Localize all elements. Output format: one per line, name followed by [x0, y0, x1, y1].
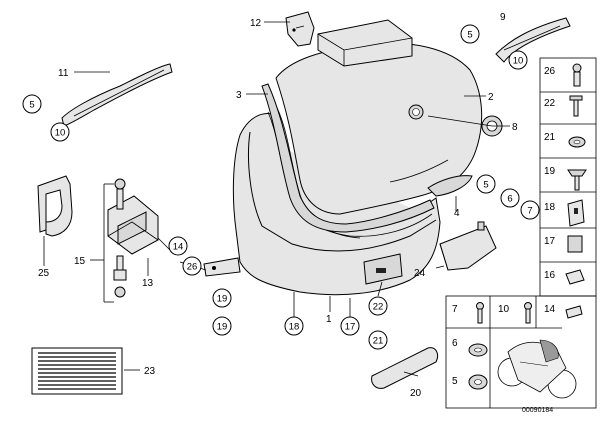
panel-label-7: 7 [452, 304, 458, 315]
holder-part-25 [37, 175, 73, 237]
mount-assembly [107, 178, 159, 298]
svg-text:14: 14 [173, 242, 184, 253]
lock-plate [363, 253, 403, 285]
panel-label-14: 14 [544, 304, 556, 315]
svg-text:5: 5 [29, 100, 34, 111]
svg-text:7: 7 [527, 206, 532, 217]
circled-callout-6: 6 [500, 188, 520, 208]
svg-text:17: 17 [345, 322, 356, 333]
svg-text:19: 19 [217, 322, 228, 333]
circled-callout-19-a: 19 [212, 288, 232, 308]
lower-panel [445, 295, 597, 409]
panel-label-6: 6 [452, 338, 458, 349]
circled-callout-14: 14 [168, 236, 188, 256]
topcase-lid [261, 19, 483, 233]
circled-callout-5-top: 5 [460, 24, 480, 44]
catalog-number: 00090184 [522, 407, 553, 414]
mount-tab [203, 257, 241, 277]
callout-11: 11 [58, 68, 69, 79]
svg-text:10: 10 [55, 128, 66, 139]
svg-text:18: 18 [289, 322, 300, 333]
panel-label-22: 22 [544, 98, 556, 109]
callout-8: 8 [512, 122, 518, 133]
svg-text:10: 10 [513, 56, 524, 67]
panel-label-26: 26 [544, 66, 556, 77]
panel-label-16: 16 [544, 270, 556, 281]
circled-callout-17: 17 [340, 316, 360, 336]
callout-20: 20 [410, 388, 422, 399]
callout-9: 9 [500, 12, 506, 23]
circled-callout-10-left: 10 [50, 122, 70, 142]
svg-text:21: 21 [373, 336, 384, 347]
panel-label-17: 17 [544, 236, 556, 247]
circled-callout-5-right: 5 [476, 174, 496, 194]
svg-text:22: 22 [373, 302, 384, 313]
panel-label-5: 5 [452, 376, 458, 387]
svg-text:5: 5 [483, 180, 488, 191]
callout-15: 15 [74, 256, 86, 267]
bracket-part-24 [439, 221, 497, 271]
callout-25: 25 [38, 268, 50, 279]
svg-text:6: 6 [507, 194, 512, 205]
arm-part-9 [495, 17, 571, 63]
arm-part-11 [61, 63, 173, 127]
motorcycle-thumbnail [497, 339, 577, 399]
callout-13: 13 [142, 278, 154, 289]
circled-callout-22: 22 [368, 296, 388, 316]
svg-text:19: 19 [217, 294, 228, 305]
circled-callout-21: 21 [368, 330, 388, 350]
latch-part-4 [427, 175, 473, 197]
panel-label-10: 10 [498, 304, 510, 315]
circled-callout-7: 7 [520, 200, 540, 220]
circled-callout-19-b: 19 [212, 316, 232, 336]
label-part-23 [31, 347, 123, 395]
callout-24: 24 [414, 268, 426, 279]
callout-3: 3 [236, 90, 242, 101]
panel-label-19: 19 [544, 166, 556, 177]
svg-text:5: 5 [467, 30, 472, 41]
hinge-part-12 [285, 11, 315, 47]
circled-callout-18: 18 [284, 316, 304, 336]
callout-4: 4 [454, 208, 460, 219]
panel-label-21: 21 [544, 132, 556, 143]
svg-text:26: 26 [187, 262, 198, 273]
callout-2: 2 [488, 92, 494, 103]
callout-1: 1 [326, 314, 332, 325]
circled-callout-26: 26 [182, 256, 202, 276]
pad-part-20 [371, 347, 439, 389]
callout-12: 12 [250, 18, 262, 29]
circled-callout-10-top: 10 [508, 50, 528, 70]
callout-23: 23 [144, 366, 156, 377]
panel-label-18: 18 [544, 202, 556, 213]
circled-callout-5-left: 5 [22, 94, 42, 114]
